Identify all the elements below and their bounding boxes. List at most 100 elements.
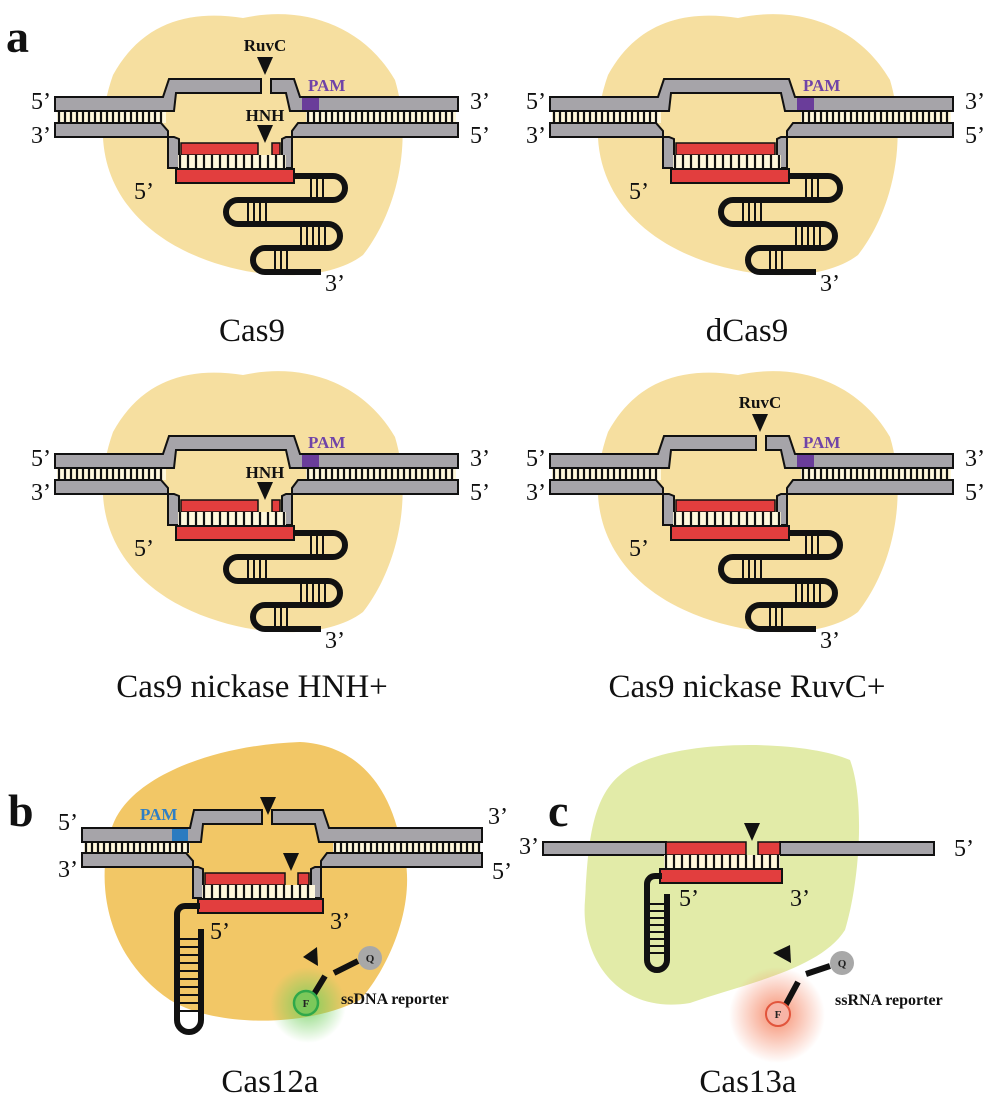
trans-cleavage-marker	[773, 945, 791, 963]
quencher	[830, 951, 854, 975]
target-3prime-label: 3’	[526, 123, 546, 149]
target-strand-segment	[271, 142, 281, 156]
base-pair-fill	[552, 111, 661, 123]
crrna-3prime-label: 3’	[330, 909, 350, 935]
guide-target-base-pairs	[664, 855, 780, 869]
ruvc-cleavage-marker	[752, 414, 768, 432]
target-3prime-label: 3’	[58, 857, 78, 883]
trans-cleavage-marker	[303, 947, 318, 966]
sgrna-3prime-label: 3’	[820, 628, 840, 654]
caption-cas12a: Cas12a	[221, 1064, 319, 1100]
base-pair-fill	[673, 512, 781, 526]
pam-sequence	[302, 455, 319, 467]
target-3prime-label: 3’	[526, 480, 546, 506]
guide-target-base-pairs	[202, 885, 315, 899]
sgrna-stem-pairs	[247, 179, 326, 269]
sgrna-scaffold	[718, 530, 843, 632]
dna-base-pairs-right	[801, 468, 951, 480]
target-rna-strand-right	[779, 841, 935, 856]
non-target-dna-strand	[81, 809, 263, 843]
sgrna-backbone	[718, 530, 843, 632]
non-target-dna-strand	[271, 809, 483, 843]
sgrna-stem-pairs	[247, 536, 326, 626]
quencher	[358, 946, 382, 970]
pam-sequence	[797, 455, 814, 467]
pam-sequence	[172, 829, 188, 841]
nontarget-5prime-label: 5’	[526, 446, 546, 472]
crrna-hairpin	[644, 873, 670, 973]
reporter-linker	[781, 980, 801, 1010]
dna-base-pairs-left	[57, 468, 166, 480]
nontarget-5prime-label: 5’	[31, 446, 51, 472]
pam-sequence	[302, 98, 319, 110]
target-5prime-label: 5’	[470, 123, 490, 149]
crrna-3prime-label: 3’	[790, 886, 810, 912]
caption-cas13a: Cas13a	[699, 1064, 797, 1100]
sgrna-3prime-label: 3’	[820, 271, 840, 297]
sgrna-scaffold	[718, 173, 843, 275]
dna-base-pairs-left	[552, 468, 661, 480]
caption-cas9-nickase-hnh: Cas9 nickase HNH+	[116, 669, 388, 705]
target-rna-strand-left	[542, 841, 667, 856]
dna-base-pairs-left	[84, 842, 190, 853]
dna-base-pairs-left	[552, 111, 661, 123]
ssdna-reporter-label: ssDNA reporter	[341, 991, 449, 1008]
target-3prime-label: 3’	[519, 834, 539, 860]
non-target-dna-strand	[54, 78, 262, 112]
sgrna-stem-pairs	[742, 179, 821, 269]
target-3prime-label: 3’	[31, 480, 51, 506]
nontarget-5prime-label: 5’	[526, 89, 546, 115]
ruvc-cleavage-marker	[257, 57, 273, 75]
ruvc-label: RuvC	[739, 393, 782, 412]
dna-base-pairs-right	[306, 468, 456, 480]
dna-base-pairs-left	[57, 111, 166, 123]
nontarget-3prime-label: 3’	[965, 89, 985, 115]
guide-5prime-label: 5’	[134, 179, 154, 205]
sgrna-3prime-label: 3’	[325, 628, 345, 654]
pam-label: PAM	[803, 433, 840, 452]
target-strand-segment	[297, 872, 310, 886]
fluorophore	[765, 1001, 791, 1027]
fluorophore-label: F	[303, 998, 310, 1010]
nontarget-3prime-label: 3’	[470, 89, 490, 115]
non-target-dna-strand	[549, 78, 954, 112]
base-pair-fill	[673, 155, 781, 169]
target-strand-segment	[675, 142, 776, 156]
base-pair-fill	[178, 512, 286, 526]
quencher-label: Q	[838, 958, 847, 970]
nontarget-5prime-label: 5’	[58, 810, 78, 836]
sgrna-3prime-label: 3’	[325, 271, 345, 297]
ssrna-reporter-label: ssRNA reporter	[835, 992, 943, 1009]
guide-rna-spacer	[175, 168, 295, 184]
sgrna-scaffold	[223, 173, 348, 275]
reporter-linker	[332, 958, 360, 976]
ruvc-cleavage-marker	[260, 797, 276, 815]
panel-letter-c: c	[548, 785, 568, 836]
non-target-dna-strand	[54, 435, 459, 469]
base-pair-fill	[84, 842, 190, 853]
guide-rna-spacer	[670, 525, 790, 541]
guide-target-base-pairs	[673, 512, 781, 526]
caption-cas9: Cas9	[219, 313, 285, 349]
base-pair-fill	[178, 155, 286, 169]
base-pair-fill	[552, 468, 661, 480]
guide-target-base-pairs	[673, 155, 781, 169]
pam-label: PAM	[140, 805, 177, 824]
target-cleavage-marker	[283, 853, 299, 871]
guide-target-base-pairs	[178, 155, 286, 169]
guide-rna-spacer	[670, 168, 790, 184]
sgrna-backbone	[223, 173, 348, 275]
crrna-5prime-label: 5’	[210, 919, 230, 945]
non-target-dna-strand	[549, 435, 757, 469]
hnh-label: HNH	[246, 463, 285, 482]
guide-target-base-pairs	[178, 512, 286, 526]
pam-sequence	[797, 98, 814, 110]
crrna-5prime-label: 5’	[679, 886, 699, 912]
target-rna-segment	[757, 841, 781, 856]
hnh-label: HNH	[246, 106, 285, 125]
